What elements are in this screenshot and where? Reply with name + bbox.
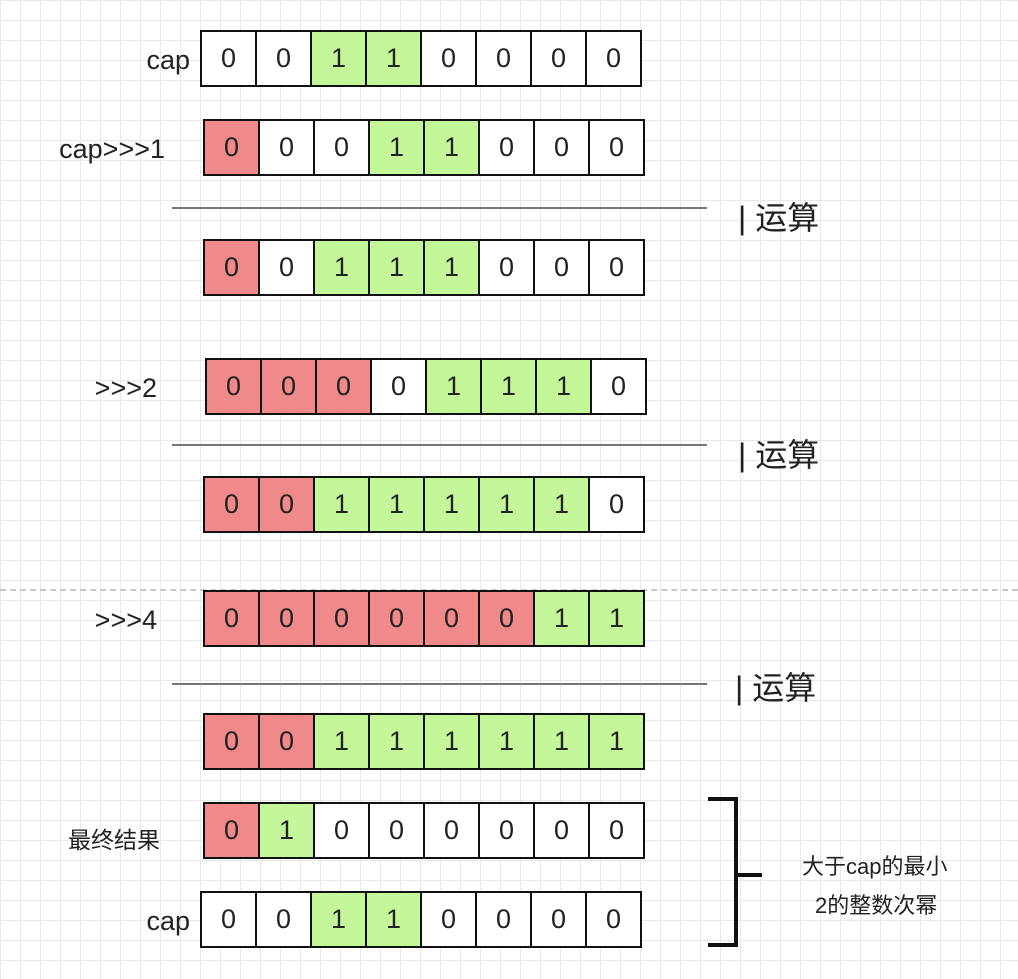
bit-cell: 0 <box>203 239 260 296</box>
bit-cell: 1 <box>368 119 425 176</box>
bit-cell: 1 <box>365 30 422 87</box>
bit-cell: 1 <box>533 476 590 533</box>
bit-cell: 0 <box>205 358 262 415</box>
bit-cell: 1 <box>533 590 590 647</box>
bit-cell: 0 <box>370 358 427 415</box>
bit-cell: 1 <box>535 358 592 415</box>
bit-cell: 1 <box>478 476 535 533</box>
bit-cell: 0 <box>423 802 480 859</box>
bit-cell: 1 <box>425 358 482 415</box>
or-operation-label-1: | 运算 <box>738 200 820 236</box>
bit-cell: 0 <box>200 30 257 87</box>
separator-line-1 <box>172 207 707 209</box>
bit-cell: 1 <box>480 358 537 415</box>
bit-cell: 0 <box>203 802 260 859</box>
bit-cell: 0 <box>588 119 645 176</box>
bit-cell: 1 <box>588 713 645 770</box>
bit-cell: 1 <box>533 713 590 770</box>
bit-cell: 1 <box>478 713 535 770</box>
bit-cell: 0 <box>533 239 590 296</box>
bit-cell: 0 <box>203 713 260 770</box>
bit-cell: 0 <box>588 476 645 533</box>
bit-cell: 1 <box>588 590 645 647</box>
bit-cell: 1 <box>423 713 480 770</box>
bit-cell: 0 <box>203 476 260 533</box>
bit-cell: 0 <box>203 119 260 176</box>
bit-cell: 0 <box>475 891 532 948</box>
or-operation-label-3: | 运算 <box>735 670 817 706</box>
bit-cell: 0 <box>258 476 315 533</box>
bit-cell: 1 <box>365 891 422 948</box>
bit-cell: 0 <box>258 119 315 176</box>
row-label-shift-2: >>>2 <box>94 373 157 403</box>
bit-cell: 0 <box>475 30 532 87</box>
bit-cell: 0 <box>588 239 645 296</box>
bit-cell: 1 <box>258 802 315 859</box>
bit-cell: 0 <box>313 590 370 647</box>
bit-cell: 0 <box>478 239 535 296</box>
bit-cell: 0 <box>313 119 370 176</box>
bit-cell: 0 <box>258 239 315 296</box>
bit-cell: 0 <box>200 891 257 948</box>
bit-cell: 0 <box>420 891 477 948</box>
bit-cell: 0 <box>315 358 372 415</box>
note-line-1: 大于cap的最小 <box>802 854 948 879</box>
bit-cell: 1 <box>423 239 480 296</box>
bit-cell: 0 <box>260 358 317 415</box>
bit-cell: 0 <box>258 590 315 647</box>
bit-cell: 0 <box>368 590 425 647</box>
bit-cell: 1 <box>423 119 480 176</box>
bit-cell: 0 <box>420 30 477 87</box>
note-line-2: 2的整数次幂 <box>815 893 938 918</box>
bit-cell: 0 <box>533 802 590 859</box>
bit-cell: 0 <box>530 891 587 948</box>
bit-cell: 0 <box>530 30 587 87</box>
bit-cell: 0 <box>533 119 590 176</box>
bit-cell: 0 <box>478 119 535 176</box>
row-label-shift-4: >>>4 <box>94 605 157 635</box>
bit-cell: 0 <box>590 358 647 415</box>
separator-line-3 <box>172 683 707 685</box>
bit-cell: 1 <box>368 239 425 296</box>
separator-line-2 <box>172 444 707 446</box>
bit-cell: 0 <box>258 713 315 770</box>
bit-cell: 0 <box>478 590 535 647</box>
row-label-final-result: 最终结果 <box>68 827 160 853</box>
row-label-cap-compare: cap <box>146 906 190 936</box>
bit-cell: 1 <box>310 891 367 948</box>
bit-cell: 0 <box>588 802 645 859</box>
bit-cell: 0 <box>423 590 480 647</box>
bit-cell: 0 <box>255 891 312 948</box>
bit-cell: 1 <box>313 239 370 296</box>
bit-cell: 0 <box>585 30 642 87</box>
bit-cell: 0 <box>368 802 425 859</box>
bit-cell: 0 <box>203 590 260 647</box>
bit-cell: 1 <box>423 476 480 533</box>
bit-cell: 0 <box>478 802 535 859</box>
row-label-cap: cap <box>146 45 190 75</box>
row-label-shift-1: cap>>>1 <box>59 134 165 164</box>
bit-cell: 0 <box>313 802 370 859</box>
bit-cell: 0 <box>255 30 312 87</box>
bit-cell: 0 <box>585 891 642 948</box>
right-bracket <box>708 797 762 947</box>
bit-cell: 1 <box>313 713 370 770</box>
bit-cell: 1 <box>310 30 367 87</box>
bit-cell: 1 <box>368 713 425 770</box>
or-operation-label-2: | 运算 <box>738 437 820 473</box>
bit-cell: 1 <box>368 476 425 533</box>
bit-cell: 1 <box>313 476 370 533</box>
